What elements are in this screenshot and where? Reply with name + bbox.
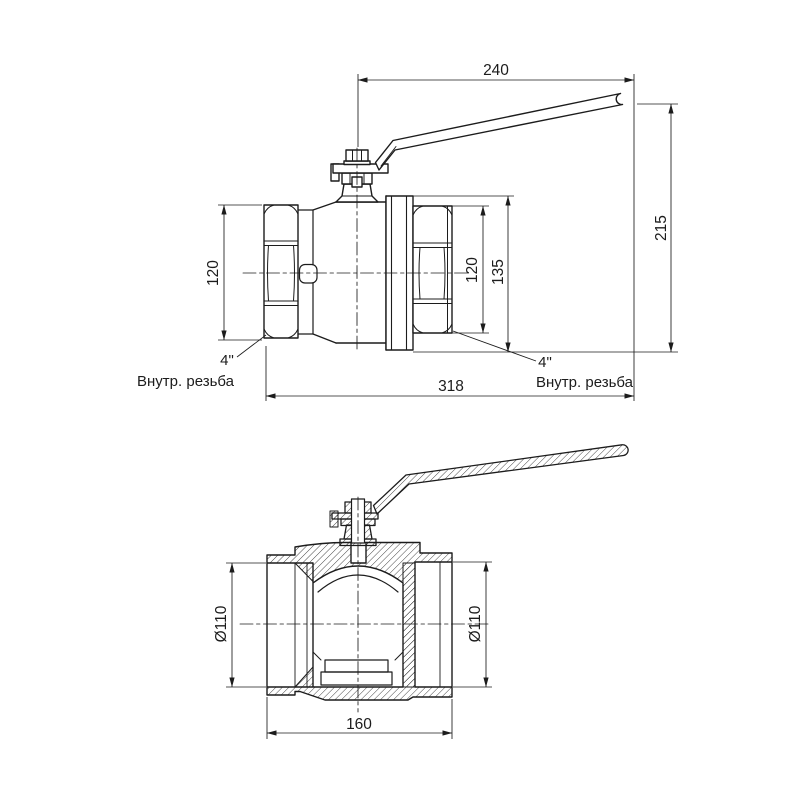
dim-right-bore: Ø110: [467, 605, 484, 642]
dim-right-nut: 120: [464, 257, 481, 283]
section-internals: [294, 561, 441, 688]
top-view-drawing: [242, 92, 624, 351]
dimension-texts: 240 215 318 120 120 135 4" Внутр. резьба…: [137, 62, 670, 733]
dim-flange: 135: [490, 259, 507, 285]
dim-handle-length: 240: [483, 62, 509, 79]
dim-overall-length: 318: [438, 378, 464, 395]
right-thread-size: 4": [538, 354, 552, 371]
section-view-centerlines: [239, 496, 491, 713]
right-union-nut: [412, 205, 453, 334]
dim-overall-height: 215: [653, 215, 670, 241]
left-union-nut: [263, 204, 299, 339]
section-body-shell: [266, 541, 453, 701]
right-thread-note: Внутр. резьба: [536, 374, 634, 391]
dim-left-bore: Ø110: [213, 605, 230, 642]
body-hex-boss: [298, 263, 318, 284]
dim-body-length: 160: [346, 716, 372, 733]
left-thread-size: 4": [220, 352, 234, 369]
handle-lever: [374, 92, 624, 171]
section-handle-lever: [372, 444, 629, 515]
top-view-centerlines: [242, 147, 469, 351]
left-thread-leader: [236, 334, 267, 358]
right-thread-leader: [452, 330, 537, 362]
dimension-lines: [218, 74, 678, 739]
left-thread-note: Внутр. резьба: [137, 373, 235, 390]
section-view-drawing: [239, 444, 629, 713]
section-stem-assembly: [329, 498, 379, 547]
dim-left-nut: 120: [205, 260, 222, 286]
